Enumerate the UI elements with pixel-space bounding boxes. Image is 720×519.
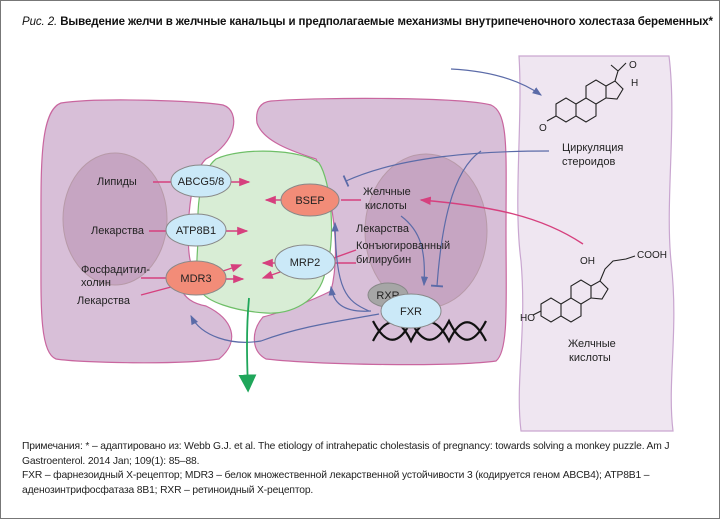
- label-bile-acids-2: кислоты: [365, 200, 407, 212]
- label-steroids-1: Циркуляция: [562, 142, 623, 154]
- svg-text:BSEP: BSEP: [295, 195, 324, 207]
- label-phosphatidylcholine-2: холин: [81, 277, 111, 289]
- svg-text:FXR: FXR: [400, 306, 422, 318]
- svg-text:ABCG5/8: ABCG5/8: [178, 176, 224, 188]
- label-cooh: COOH: [637, 250, 667, 261]
- protein-mdr3: MDR3: [165, 260, 227, 296]
- svg-text:ATP8B1: ATP8B1: [176, 225, 216, 237]
- label-oxo: O: [539, 123, 547, 134]
- label-oh: OH: [580, 256, 595, 267]
- figure-notes: Примечания: * – адаптировано из: Webb G.…: [22, 440, 712, 498]
- label-bile-acids-b2: кислоты: [569, 352, 611, 364]
- figure-number: Рис. 2.: [22, 16, 58, 28]
- bile-acid-structure-icon: [532, 255, 636, 323]
- label-bile-acids-1: Желчные: [363, 186, 411, 198]
- protein-bsep: BSEP: [280, 183, 340, 217]
- label-drugs-right: Лекарства: [356, 223, 410, 235]
- figure-caption: Выведение желчи в желчные канальцы и пре…: [60, 16, 713, 28]
- svg-text:MRP2: MRP2: [290, 257, 321, 269]
- protein-mrp2: MRP2: [274, 244, 336, 280]
- protein-atp8b1: ATP8B1: [165, 213, 227, 247]
- label-conjugated-1: Конъюгированный: [356, 240, 450, 252]
- notes-abbreviations: FXR – фарнезоидный Х-рецептор; MDR3 – бе…: [22, 470, 650, 496]
- figure-title: Рис. 2. Выведение желчи в желчные каналь…: [22, 16, 713, 28]
- label-oxo-2: O: [629, 60, 637, 71]
- bile-flow-arrow: [238, 297, 257, 393]
- blue-regulation-arrows: [190, 68, 550, 343]
- label-steroids-2: стероидов: [562, 156, 615, 168]
- steroid-structure-icon: [546, 62, 627, 123]
- pink-transport-arrows: [140, 177, 584, 296]
- nucleus-left: [62, 152, 168, 286]
- notes-source: Примечания: * – адаптировано из: Webb G.…: [22, 441, 670, 467]
- label-conjugated-2: билирубин: [356, 254, 411, 266]
- bile-secretion-diagram: ABCG5/8 ATP8B1 MDR3 BSEP MRP2 RXR FXR Ли…: [40, 55, 675, 432]
- sinusoid-panel: [517, 55, 675, 432]
- svg-text:MDR3: MDR3: [180, 273, 211, 285]
- label-phosphatidylcholine-1: Фосфадитил-: [81, 264, 150, 276]
- label-drugs-left-2: Лекарства: [77, 295, 131, 307]
- protein-fxr: FXR: [380, 293, 442, 329]
- label-bile-acids-b1: Желчные: [568, 338, 616, 350]
- label-h: H: [631, 78, 638, 89]
- label-lipids: Липиды: [97, 176, 137, 188]
- label-ho: HO: [520, 313, 535, 324]
- protein-abcg5-8: ABCG5/8: [170, 164, 232, 198]
- label-drugs-left: Лекарства: [91, 225, 145, 237]
